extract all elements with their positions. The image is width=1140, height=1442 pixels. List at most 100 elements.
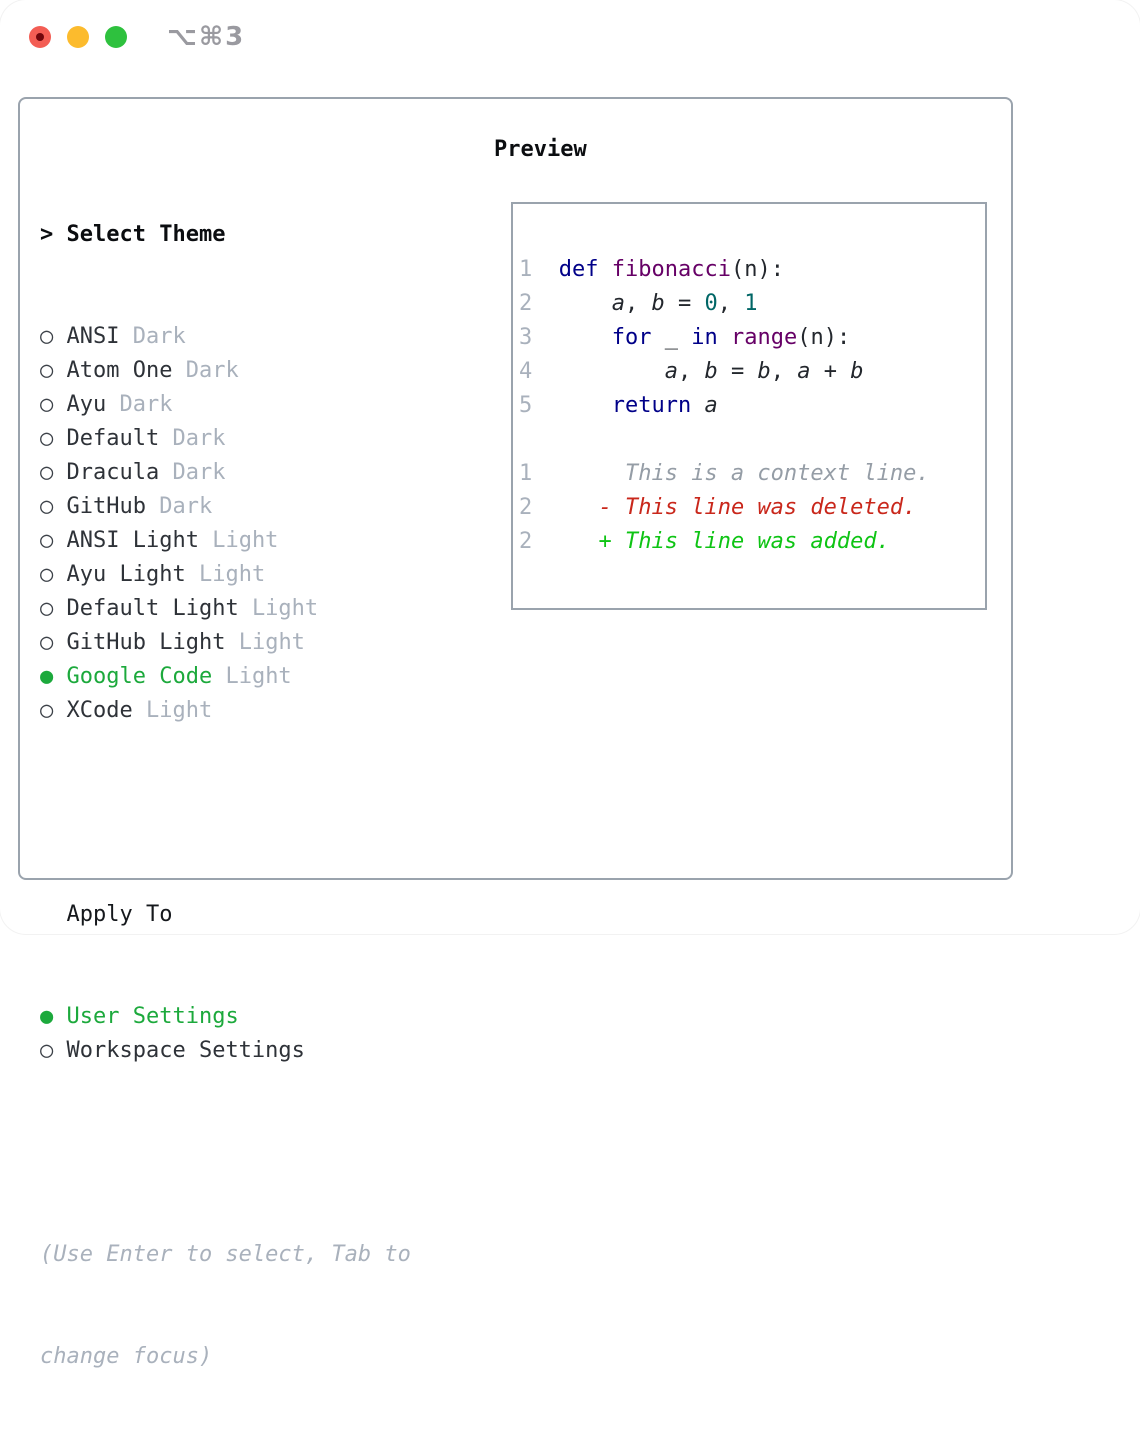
code-token xyxy=(559,291,612,316)
code-token: , xyxy=(770,359,798,384)
code-line: 4 a, b = b, a + b xyxy=(519,355,930,389)
theme-variant: Light xyxy=(145,698,213,723)
theme-option-github-light[interactable]: ○ GitHub Light Light xyxy=(40,626,411,660)
code-token: b xyxy=(651,291,665,316)
radio-selected-icon: ● xyxy=(40,1004,54,1029)
theme-variant: Dark xyxy=(132,324,186,349)
theme-option-default[interactable]: ○ Default Dark xyxy=(40,422,411,456)
theme-variant: Light xyxy=(251,596,319,621)
radio-unselected-icon: ○ xyxy=(40,698,54,723)
spacer xyxy=(40,796,411,830)
theme-option-atom-one[interactable]: ○ Atom One Dark xyxy=(40,354,411,388)
theme-variant: Dark xyxy=(172,460,226,485)
code-token: a xyxy=(704,393,718,418)
code-token: for xyxy=(611,325,652,350)
radio-unselected-icon: ○ xyxy=(40,392,54,417)
theme-option-google-code[interactable]: ● Google Code Light xyxy=(40,660,411,694)
code-token: a xyxy=(797,359,811,384)
theme-name: GitHub Light xyxy=(66,630,226,655)
radio-unselected-icon: ○ xyxy=(40,426,54,451)
code-token: return xyxy=(611,393,692,418)
theme-name: Default xyxy=(66,426,160,451)
main-panel: > Select Theme ○ ANSI Dark○ Atom One Dar… xyxy=(18,97,1013,1369)
theme-variant: Dark xyxy=(185,358,239,383)
theme-variant: Dark xyxy=(119,392,173,417)
minimize-button[interactable] xyxy=(67,26,89,48)
theme-name: Atom One xyxy=(66,358,173,383)
code-line xyxy=(519,423,930,457)
code-token xyxy=(559,495,599,520)
theme-name: GitHub xyxy=(66,494,146,519)
app-window: ⌥⌘3 > Select Theme ○ ANSI Dark○ Atom One… xyxy=(18,22,1013,1369)
theme-name: Default Light xyxy=(66,596,239,621)
radio-unselected-icon: ○ xyxy=(40,324,54,349)
theme-variant: Light xyxy=(212,528,279,553)
code-line: 2 a, b = 0, 1 xyxy=(519,287,930,321)
theme-option-default-light[interactable]: ○ Default Light Light xyxy=(40,592,411,626)
code-line: 5 return a xyxy=(519,389,930,423)
code-token xyxy=(559,529,599,554)
theme-name: Dracula xyxy=(66,460,160,485)
code-token: def xyxy=(558,257,599,282)
line-number: 1 xyxy=(519,461,559,486)
theme-name: ANSI xyxy=(66,324,120,349)
radio-unselected-icon: ○ xyxy=(40,1038,54,1063)
code-token: , xyxy=(717,291,745,316)
apply-to-header: Apply To xyxy=(40,898,411,932)
focus-caret: > xyxy=(40,222,54,247)
code-token: 1 xyxy=(744,291,758,316)
code-token: + xyxy=(810,359,851,384)
preview-header: Preview xyxy=(494,137,587,162)
theme-option-ayu[interactable]: ○ Ayu Dark xyxy=(40,388,411,422)
code-token: (n): xyxy=(797,325,851,350)
theme-variant: Light xyxy=(198,562,266,587)
code-token: (n): xyxy=(730,257,784,282)
code-token: = xyxy=(664,291,705,316)
line-number: 2 xyxy=(519,529,559,554)
spacer xyxy=(40,1136,411,1170)
code-token: - This line was deleted. xyxy=(598,495,917,520)
line-number: 3 xyxy=(519,325,559,350)
code-token xyxy=(559,359,665,384)
theme-option-github[interactable]: ○ GitHub Dark xyxy=(40,490,411,524)
code-token xyxy=(599,257,612,282)
code-token xyxy=(559,325,612,350)
code-token: b xyxy=(850,359,864,384)
line-number: 1 xyxy=(519,257,559,282)
code-token: _ xyxy=(651,325,692,350)
apply-option-label: User Settings xyxy=(66,1004,239,1029)
theme-name: Google Code xyxy=(66,664,213,689)
left-column: > Select Theme ○ ANSI Dark○ Atom One Dar… xyxy=(40,150,411,1442)
select-theme-header: > Select Theme xyxy=(40,218,411,252)
theme-option-xcode[interactable]: ○ XCode Light xyxy=(40,694,411,728)
code-token: in xyxy=(691,325,718,350)
theme-variant: Light xyxy=(225,664,292,689)
code-line: 1 This is a context line. xyxy=(519,457,930,491)
radio-unselected-icon: ○ xyxy=(40,562,54,587)
close-button[interactable] xyxy=(29,26,51,48)
theme-option-ayu-light[interactable]: ○ Ayu Light Light xyxy=(40,558,411,592)
theme-variant: Dark xyxy=(172,426,226,451)
code-token xyxy=(691,393,704,418)
theme-variant: Light xyxy=(238,630,305,655)
code-token: range xyxy=(730,325,798,350)
theme-option-ansi-light[interactable]: ○ ANSI Light Light xyxy=(40,524,411,558)
theme-list: ○ ANSI Dark○ Atom One Dark○ Ayu Dark○ De… xyxy=(40,320,411,728)
window-title: ⌥⌘3 xyxy=(167,22,246,52)
line-number: 2 xyxy=(519,291,559,316)
apply-option-workspace-settings[interactable]: ○ Workspace Settings xyxy=(40,1034,411,1068)
theme-option-dracula[interactable]: ○ Dracula Dark xyxy=(40,456,411,490)
theme-option-ansi[interactable]: ○ ANSI Dark xyxy=(40,320,411,354)
theme-name: XCode xyxy=(66,698,133,723)
code-token: a xyxy=(611,291,625,316)
code-token xyxy=(559,393,612,418)
apply-option-label: Workspace Settings xyxy=(66,1038,305,1063)
apply-option-user-settings[interactable]: ● User Settings xyxy=(40,1000,411,1034)
theme-name: Ayu xyxy=(66,392,107,417)
zoom-button[interactable] xyxy=(105,26,127,48)
code-token: , xyxy=(624,291,652,316)
code-token: = xyxy=(717,359,758,384)
radio-unselected-icon: ○ xyxy=(40,596,54,621)
